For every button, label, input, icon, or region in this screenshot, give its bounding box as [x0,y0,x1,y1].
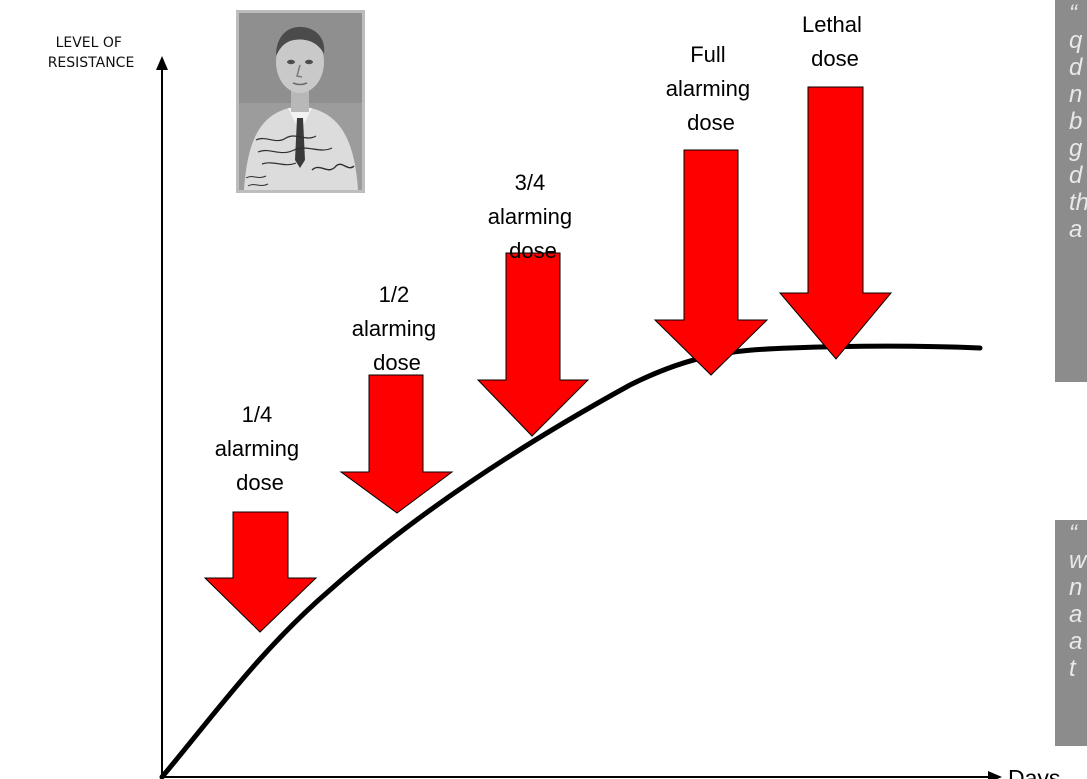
quote-line: a [1069,601,1083,628]
quote-line: n [1069,81,1083,108]
dose-label-line: dose [509,238,557,263]
dose-label-line: Full [690,42,725,67]
dose-label-line: 1/2 [379,282,410,307]
quote-line: q [1069,27,1083,54]
y-axis-label: LEVEL OF RESISTANCE [48,35,135,71]
dose-label-line: dose [236,470,284,495]
quote-line: b [1069,108,1083,135]
dose-label-three-quarter: 3/4 alarming dose [488,170,579,263]
dose-label-quarter: 1/4 alarming dose [215,402,306,495]
dose-label-full: Full alarming dose [666,42,757,135]
quote-line: d [1069,54,1083,81]
portrait-photo [236,10,365,193]
dose-label-line: 1/4 [242,402,273,427]
dose-arrow-three-quarter [476,252,590,437]
dose-label-line: alarming [488,204,572,229]
dose-arrow-half [339,374,454,514]
dose-label-line: alarming [666,76,750,101]
quote-line: “ [1069,0,1077,27]
dose-label-line: dose [687,110,735,135]
dose-arrow-quarter [203,511,318,633]
dose-label-line: dose [373,350,421,375]
dose-label-line: dose [811,46,859,71]
y-axis-label-line: RESISTANCE [48,55,135,71]
dose-label-lethal: Lethal dose [802,12,868,71]
quote-line: “ [1069,520,1077,547]
dose-label-line: alarming [352,316,436,341]
dose-label-line: 3/4 [515,170,546,195]
quote-box-bottom: “ w n a a t [1055,520,1087,746]
quote-line: w [1069,547,1087,574]
dose-arrow-lethal [778,86,893,360]
y-axis-label-line: LEVEL OF [56,35,122,51]
quote-box-top: “ q d n b g d th a [1055,0,1087,382]
x-axis-label: Days [1008,765,1060,779]
dose-label-line: Lethal [802,12,862,37]
quote-line: a [1069,628,1083,655]
quote-line: a [1069,216,1083,243]
quote-line: d [1069,162,1083,189]
quote-line: n [1069,574,1083,601]
dose-label-line: alarming [215,436,299,461]
quote-line: g [1069,135,1083,162]
dose-label-half: 1/2 alarming dose [352,282,443,375]
dose-arrow-full [653,149,769,376]
quote-line: t [1069,655,1076,682]
quote-line: th [1069,189,1087,216]
